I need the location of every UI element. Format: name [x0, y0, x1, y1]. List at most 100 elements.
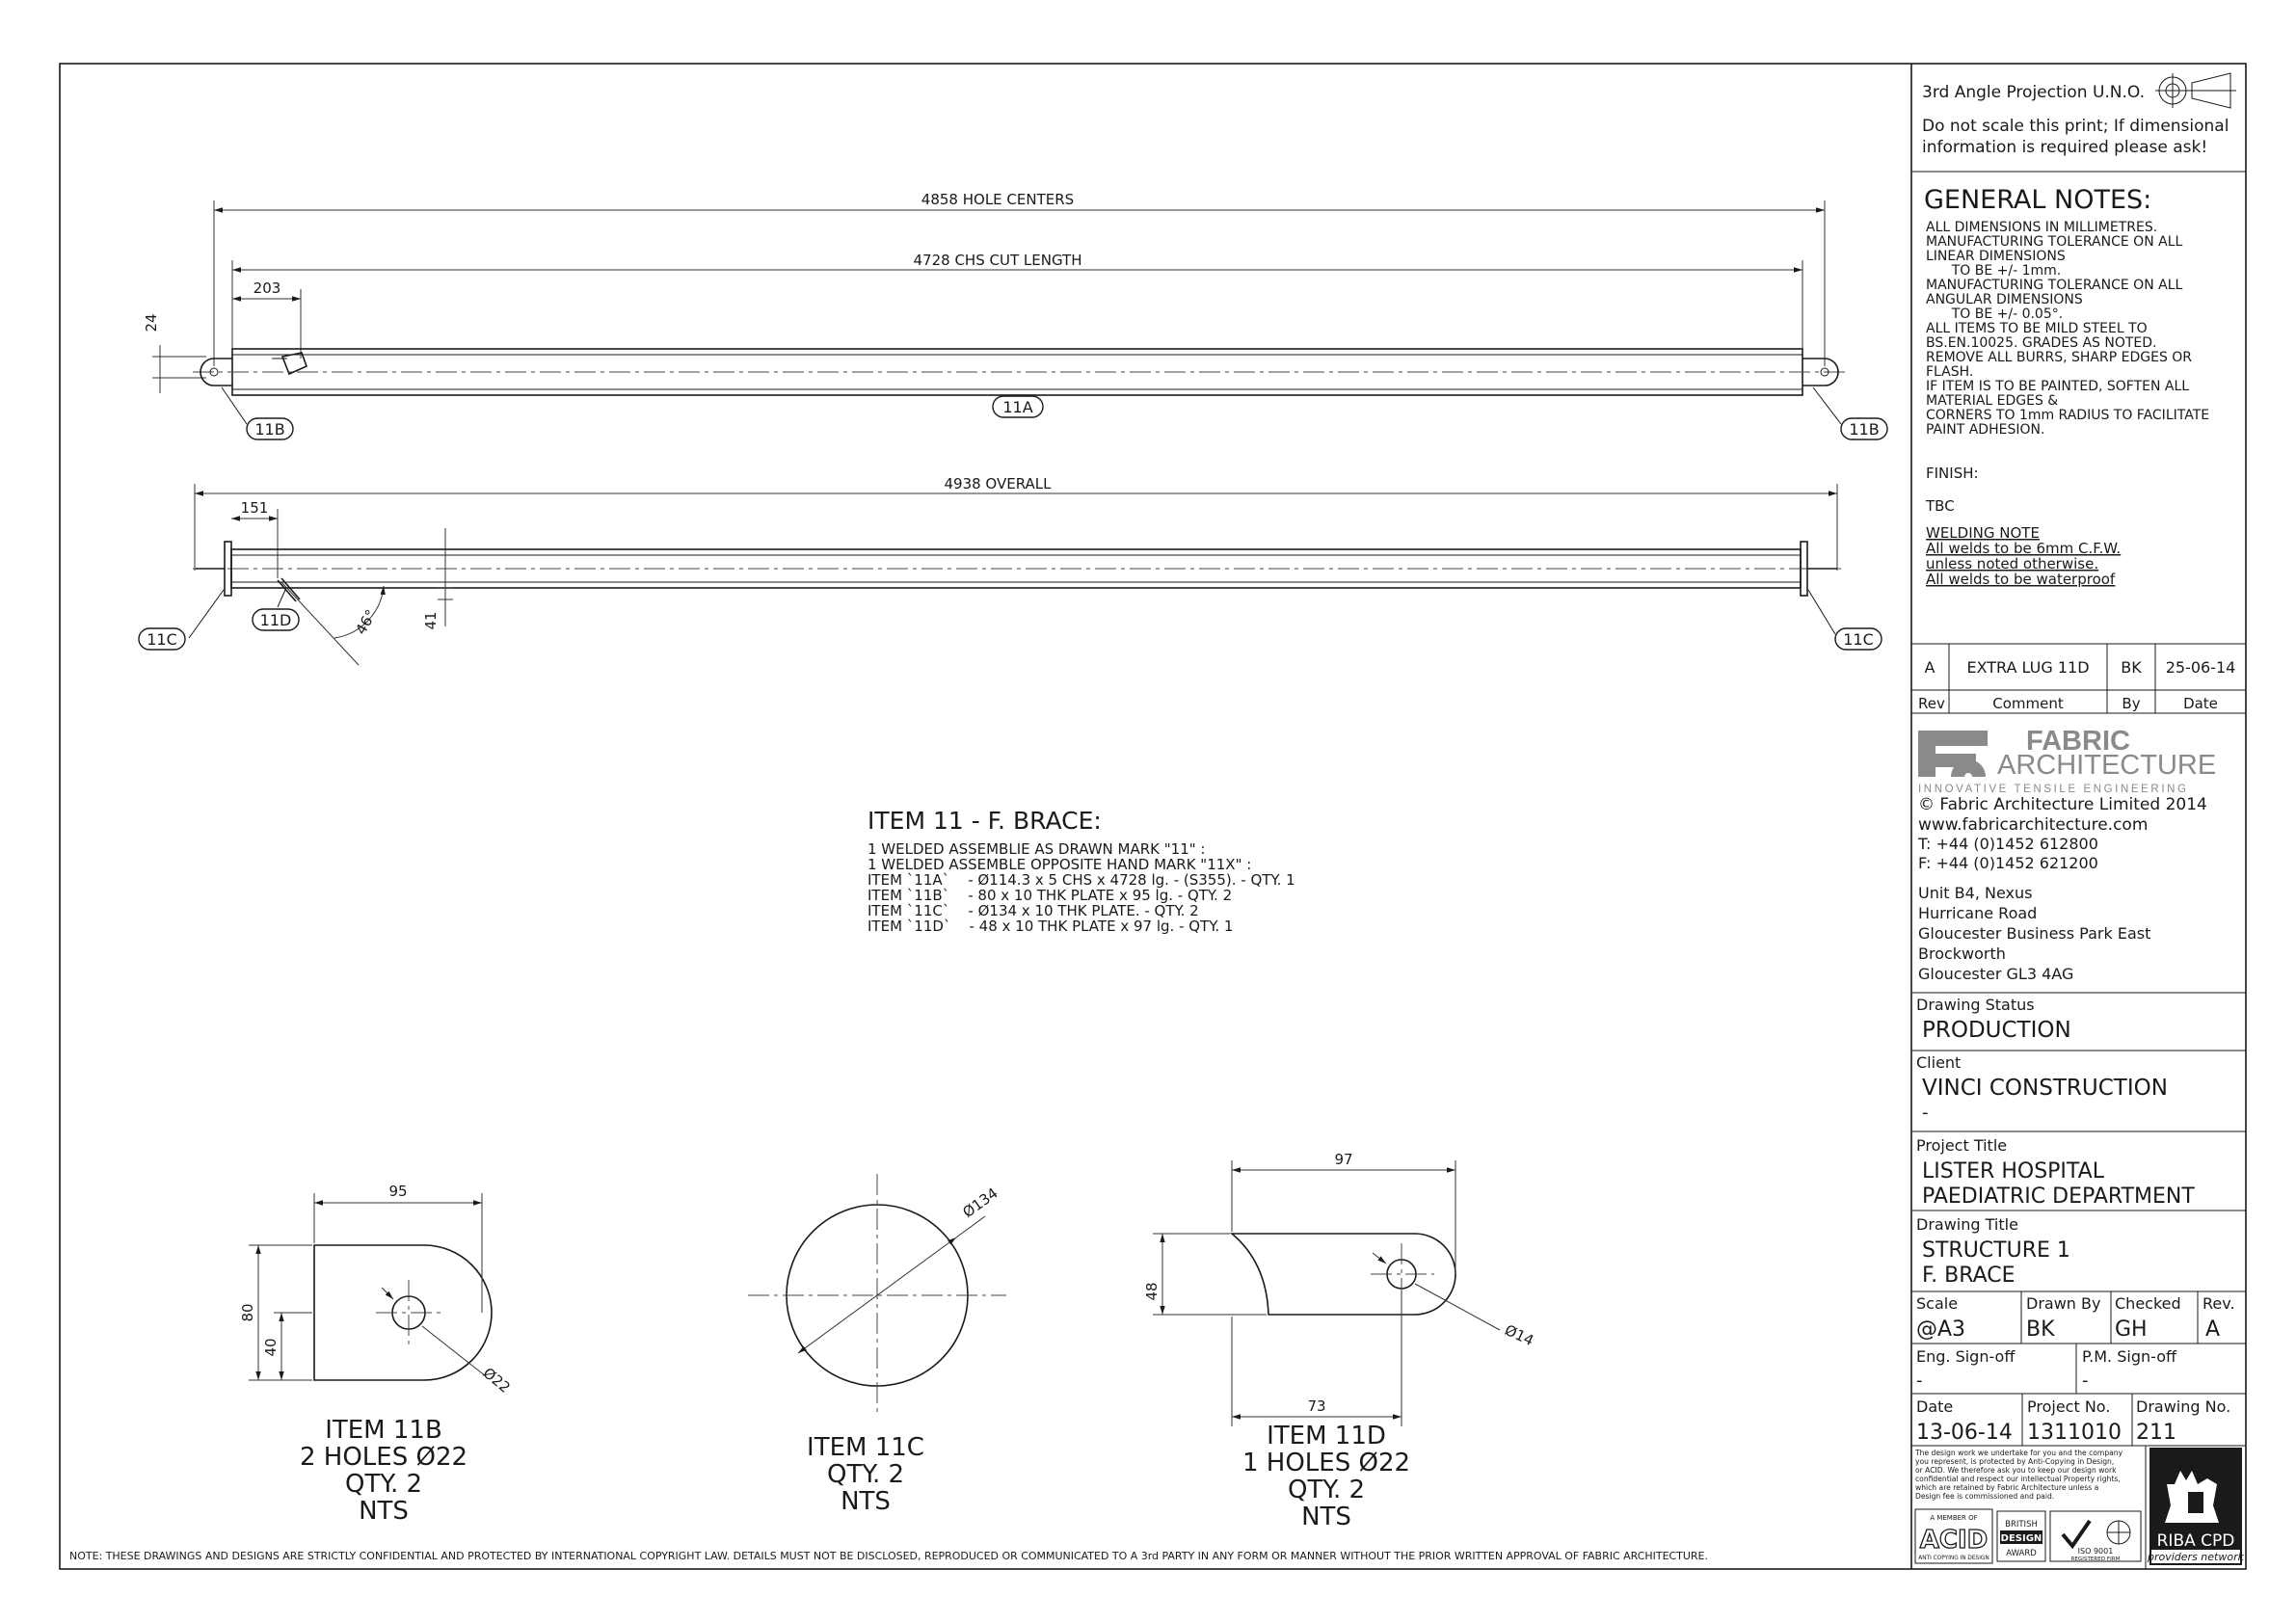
drawing-no-label: Drawing No. [2136, 1397, 2230, 1416]
acid-logo: A MEMBER OF ACID ANTI COPYING IN DESIGN [1914, 1508, 1993, 1564]
svg-text:providers network: providers network [2147, 1551, 2245, 1563]
rev-value: A [1925, 658, 1936, 677]
dim-lug-offset: 203 [254, 279, 281, 297]
address-line-5: Gloucester GL3 4AG [1918, 965, 2073, 983]
address-line-3: Gloucester Business Park East [1918, 924, 2150, 943]
dim-hole-centers: 4858 HOLE CENTERS [921, 191, 1074, 208]
svg-text:REGISTERED FIRM: REGISTERED FIRM [2071, 1556, 2121, 1562]
drawing-title-2: F. BRACE [1922, 1264, 2016, 1288]
svg-text:ACID: ACID [1920, 1526, 1988, 1555]
svg-text:The design work we undertake f: The design work we undertake for you and… [1914, 1449, 2123, 1457]
address-line-4: Brockworth [1918, 945, 2006, 963]
drawing-status: PRODUCTION [1922, 1018, 2071, 1043]
rev-by: BK [2121, 658, 2142, 677]
svg-text:2 HOLES Ø22: 2 HOLES Ø22 [300, 1443, 467, 1472]
svg-text:CORNERS TO 1mm RADIUS TO FACIL: CORNERS TO 1mm RADIUS TO FACILITATE [1926, 408, 2209, 423]
scale-warning-2: information is required please ask! [1922, 138, 2207, 157]
item-line-3: ITEM `11A` - Ø114.3 x 5 CHS x 4728 lg. -… [868, 871, 1295, 889]
item-lines: 1 WELDED ASSEMBLIE AS DRAWN MARK "11" : … [868, 840, 1295, 935]
svg-text:confidential and respect our i: confidential and respect our intellectua… [1915, 1475, 2121, 1483]
detail-11c: Ø134 [748, 1174, 1006, 1417]
drawn-by-label: Drawn By [2026, 1294, 2100, 1313]
company-phone: T: +44 (0)1452 612800 [1917, 835, 2098, 853]
svg-text:1 HOLES Ø22: 1 HOLES Ø22 [1242, 1449, 1410, 1477]
general-notes-title: GENERAL NOTES: [1924, 185, 2151, 215]
address-line-1: Unit B4, Nexus [1918, 884, 2032, 902]
drawing-status-label: Drawing Status [1916, 996, 2035, 1014]
svg-text:All welds to be waterproof: All welds to be waterproof [1926, 571, 2116, 588]
elevation-side: 4938 OVERALL 151 41 46° [188, 475, 1841, 666]
company-copyright: © Fabric Architecture Limited 2014 [1918, 795, 2207, 814]
svg-text:NTS: NTS [1301, 1503, 1351, 1531]
rev-label: Rev. [2203, 1294, 2235, 1313]
rev-header-comment: Comment [1992, 695, 2064, 712]
finish-label: FINISH: [1926, 465, 1979, 482]
svg-text:DESIGN: DESIGN [2001, 1533, 2042, 1544]
dim-11d-inner: 73 [1307, 1397, 1325, 1415]
drawing-title-label: Drawing Title [1916, 1215, 2018, 1234]
checked-label: Checked [2115, 1294, 2181, 1313]
project-title-label: Project Title [1916, 1136, 2007, 1155]
dim-11c-dia: Ø134 [959, 1184, 1001, 1221]
project-title-1: LISTER HOSPITAL [1922, 1159, 2105, 1184]
drawing-no-value: 211 [2136, 1421, 2176, 1445]
legal-text: The design work we undertake for you and… [1914, 1449, 2123, 1501]
iso-9001-logo: ISO 9001 REGISTERED FIRM [2049, 1510, 2142, 1562]
rev-comment: EXTRA LUG 11D [1966, 658, 2089, 677]
pm-signoff-value: - [2082, 1370, 2089, 1391]
svg-text:IF ITEM IS TO BE PAINTED, SOFT: IF ITEM IS TO BE PAINTED, SOFTEN ALL [1926, 379, 2189, 394]
welding-note: WELDING NOTE All welds to be 6mm C.F.W. … [1926, 524, 2121, 588]
svg-text:TO BE +/- 0.05°.: TO BE +/- 0.05°. [1926, 306, 2063, 322]
pm-signoff-label: P.M. Sign-off [2082, 1347, 2177, 1366]
dim-11d-height: 48 [1143, 1282, 1161, 1300]
svg-text:11B: 11B [1849, 420, 1879, 439]
svg-text:MANUFACTURING TOLERANCE ON ALL: MANUFACTURING TOLERANCE ON ALL [1926, 234, 2182, 250]
rev-header-rev: Rev [1918, 695, 1945, 712]
drawn-by-value: BK [2026, 1317, 2055, 1342]
svg-text:which are retained by Fabric A: which are retained by Fabric Architectur… [1915, 1483, 2098, 1492]
eng-signoff-label: Eng. Sign-off [1916, 1347, 2016, 1366]
company-name-top: FABRIC [2026, 726, 2130, 757]
svg-text:ALL DIMENSIONS IN MILLIMETRES.: ALL DIMENSIONS IN MILLIMETRES. [1926, 220, 2157, 235]
finish-value: TBC [1925, 497, 1955, 515]
rev-header-date: Date [2183, 695, 2218, 712]
svg-text:REMOVE ALL BURRS, SHARP EDGES: REMOVE ALL BURRS, SHARP EDGES OR [1926, 350, 2192, 365]
rev-date: 25-06-14 [2166, 658, 2236, 677]
company-fax: F: +44 (0)1452 621200 [1918, 854, 2098, 872]
svg-text:ITEM 11B: ITEM 11B [325, 1416, 442, 1445]
svg-text:All welds to be 6mm C.F.W.: All welds to be 6mm C.F.W. [1926, 540, 2121, 557]
elevation-top: 4858 HOLE CENTERS 4728 CHS CUT LENGTH 20… [143, 191, 1846, 425]
svg-text:LINEAR DIMENSIONS: LINEAR DIMENSIONS [1926, 249, 2066, 264]
dim-overall: 4938 OVERALL [944, 475, 1052, 492]
scale-label: Scale [1916, 1294, 1958, 1313]
svg-text:BRITISH: BRITISH [2005, 1520, 2038, 1530]
item-line-4: ITEM `11B` - 80 x 10 THK PLATE x 95 lg. … [868, 887, 1232, 904]
item-title: ITEM 11 - F. BRACE: [868, 807, 1102, 835]
project-no-value: 1311010 [2027, 1421, 2122, 1445]
svg-text:FLASH.: FLASH. [1926, 364, 1973, 380]
svg-text:QTY. 2: QTY. 2 [1288, 1476, 1365, 1504]
svg-text:Design fee is commissioned and: Design fee is commissioned and paid. [1915, 1492, 2054, 1501]
date-label: Date [1916, 1397, 1953, 1416]
caption-11d: ITEM 11D 1 HOLES Ø22 QTY. 2 NTS [1242, 1422, 1410, 1531]
fabric-architecture-logo: FABRIC ARCHITECTURE INNOVATIVE TENSILE E… [1918, 726, 2216, 795]
svg-text:RIBA CPD: RIBA CPD [2157, 1531, 2235, 1551]
svg-text:AWARD: AWARD [2006, 1549, 2037, 1558]
british-design-award-logo: BRITISH DESIGN AWARD [1996, 1510, 2046, 1562]
svg-text:TO BE +/- 1mm.: TO BE +/- 1mm. [1926, 263, 2061, 279]
eng-signoff-value: - [1916, 1370, 1923, 1391]
svg-text:ANTI COPYING IN DESIGN: ANTI COPYING IN DESIGN [1918, 1556, 1989, 1561]
client-label: Client [1916, 1053, 1961, 1072]
tag-11a: 11A [992, 395, 1044, 418]
general-notes: ALL DIMENSIONS IN MILLIMETRES. MANUFACTU… [1926, 220, 2209, 438]
svg-text:ISO 9001: ISO 9001 [2078, 1547, 2114, 1556]
detail-11d: 97 48 73 Ø14 [1143, 1151, 1536, 1426]
rev-value-main: A [2205, 1317, 2220, 1342]
company-website: www.fabricarchitecture.com [1918, 815, 2148, 835]
projection-symbol-icon [2155, 72, 2236, 109]
svg-text:A MEMBER OF: A MEMBER OF [1930, 1514, 1977, 1522]
rev-header-by: By [2122, 695, 2140, 712]
tag-11c-right: 11C [1834, 627, 1882, 651]
svg-text:or ACID. We therefore ask you: or ACID. We therefore ask you to keep ou… [1915, 1466, 2117, 1475]
svg-text:ITEM 11C: ITEM 11C [807, 1433, 924, 1462]
